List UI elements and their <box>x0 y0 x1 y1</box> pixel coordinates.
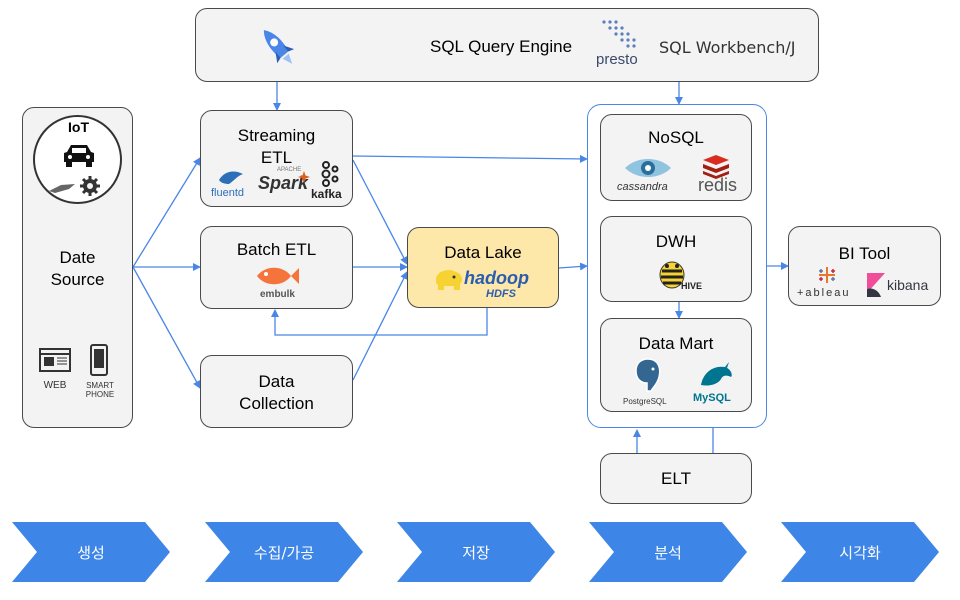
stage-label-3: 저장 <box>462 544 490 562</box>
rocket-icon <box>263 30 295 64</box>
stage-chevron-2: 수집/가공 <box>205 522 363 582</box>
data-mart-box: Data Mart PostgreSQL MySQL <box>600 318 752 412</box>
spark-logo-text: Spark <box>258 173 309 193</box>
embulk-logo-text: embulk <box>259 289 295 300</box>
hadoop-logo-text: hadoop <box>464 268 529 288</box>
hdfs-logo-text: HDFS <box>486 288 516 300</box>
batch-etl-label: Batch ETL <box>236 240 317 259</box>
cassandra-logo-text: cassandra <box>617 181 668 193</box>
mysql-dolphin-icon <box>701 362 732 386</box>
spark-star-icon <box>298 171 310 183</box>
data-collection-box: Data Collection <box>200 355 353 428</box>
kibana-icon <box>867 273 885 297</box>
bi-tool-label: BI Tool <box>838 244 891 263</box>
mysql-logo-text: MySQL <box>693 392 731 404</box>
smartphone-icon <box>90 344 108 376</box>
sql-query-engine-label: SQL Query Engine <box>430 37 573 56</box>
hive-logo-text: HIVE <box>681 281 703 291</box>
redis-logo-text: redis <box>698 175 738 195</box>
spark-apache-text: APACHE <box>277 167 302 173</box>
web-label: WEB <box>43 380 67 391</box>
batch-etl-box: Batch ETL embulk <box>200 226 353 309</box>
gear-icon <box>80 176 100 196</box>
stage-chevron-1: 생성 <box>12 522 170 582</box>
data-mart-label: Data Mart <box>638 334 714 353</box>
fluentd-logo-text: fluentd <box>211 187 245 199</box>
elt-label: ELT <box>661 469 691 488</box>
embulk-fish-icon <box>257 267 299 285</box>
bi-tool-box: BI Tool +ableau kibana <box>788 226 941 306</box>
drone-icon <box>49 184 75 193</box>
data-collection-label: Data Collection <box>239 372 314 413</box>
postgresql-logo-text: PostgreSQL <box>623 397 667 406</box>
sql-workbench-label: SQL Workbench/J <box>659 38 796 57</box>
hive-bee-icon <box>659 261 685 289</box>
streaming-etl-box: Streaming ETL fluentd APACHE Spark kafka <box>200 110 353 207</box>
postgresql-elephant-icon <box>635 358 661 392</box>
dwh-label: DWH <box>655 232 697 251</box>
hadoop-elephant-icon <box>436 270 463 290</box>
nosql-label: NoSQL <box>648 128 704 147</box>
stage-chevron-3: 저장 <box>397 522 555 582</box>
redis-cube-icon <box>703 155 729 179</box>
nosql-box: NoSQL cassandra redis <box>600 114 752 201</box>
streaming-etl-label: Streaming ETL <box>237 126 316 167</box>
kafka-logo-text: kafka <box>311 187 342 201</box>
presto-logo-text: presto <box>596 51 638 68</box>
stage-label-4: 분석 <box>654 544 682 562</box>
data-source-label: Date Source <box>50 248 105 289</box>
stage-label-5: 시각화 <box>839 544 881 562</box>
analysis-group-container <box>587 104 767 428</box>
kafka-nodes-icon <box>321 161 339 187</box>
data-lake-box: Data Lake hadoop HDFS <box>407 227 559 308</box>
stage-label-2: 수집/가공 <box>253 544 315 562</box>
stage-label-1: 생성 <box>77 544 105 562</box>
car-icon <box>64 145 94 167</box>
tableau-logo-text: +ableau <box>797 287 851 299</box>
data-lake-label: Data Lake <box>444 243 522 262</box>
data-source-box: IoT Date Source WEB SMART PHONE <box>22 107 133 428</box>
cassandra-eye-icon <box>625 159 671 177</box>
stage-chevron-5: 시각화 <box>781 522 939 582</box>
sql-query-engine-box: SQL Query Engine presto SQL Workbench/J <box>195 8 819 82</box>
web-browser-icon <box>39 348 71 372</box>
smartphone-label: SMART PHONE <box>85 381 115 399</box>
dwh-box: DWH HIVE <box>600 216 752 302</box>
iot-label: IoT <box>68 119 89 135</box>
fluentd-bird-icon <box>219 171 243 184</box>
kibana-logo-text: kibana <box>887 277 929 293</box>
stage-chevron-4: 분석 <box>589 522 747 582</box>
elt-box: ELT <box>600 453 752 504</box>
tableau-cross-icon <box>819 267 835 283</box>
presto-dots-icon <box>602 20 636 48</box>
